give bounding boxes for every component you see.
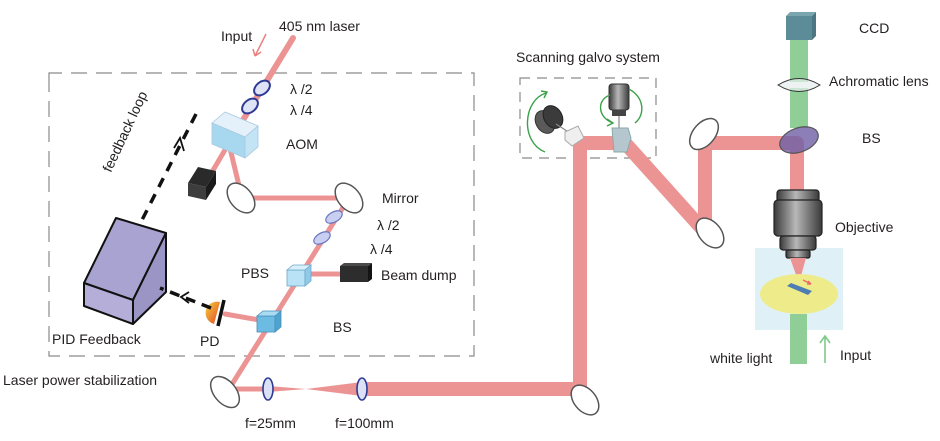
beam-dump-aom xyxy=(188,167,216,200)
beam-expander-cone xyxy=(268,386,306,392)
sample-specimen xyxy=(787,283,812,295)
pd-label: PD xyxy=(200,333,220,349)
mirror-label: Mirror xyxy=(382,190,419,206)
white-light-input-arrow-icon xyxy=(819,334,831,363)
input-white-light-label: Input xyxy=(840,347,872,363)
stabilization-section-label: Laser power stabilization xyxy=(3,372,158,388)
pbs-label: PBS xyxy=(241,265,270,281)
quarter-wave-plate-2 xyxy=(313,231,331,245)
white-light-beam xyxy=(790,40,808,82)
ccd-camera xyxy=(786,12,816,40)
galvo-system-label: Scanning galvo system xyxy=(516,49,660,65)
galvo-motor-x xyxy=(534,105,571,134)
bs-cube-lower xyxy=(255,310,283,333)
lens-f100-label: f=100mm xyxy=(335,415,394,431)
beam-expander-cone xyxy=(306,382,362,396)
pid-feedback-box xyxy=(83,217,167,325)
bs-upper-label: BS xyxy=(862,130,881,146)
white-light-beam xyxy=(790,88,808,128)
sample-disc xyxy=(760,274,838,314)
scan-direction-arrow-icon xyxy=(802,279,812,285)
aom-crystal xyxy=(211,111,259,159)
half-wave-plate-2-label: λ /2 xyxy=(377,217,400,233)
achromatic-lens-label: Achromatic lens xyxy=(829,73,929,89)
rotation-arrow-icon xyxy=(526,88,643,153)
half-wave-plate-1-label: λ /2 xyxy=(290,81,313,97)
achromatic-lens xyxy=(777,78,821,92)
objective-label: Objective xyxy=(835,219,894,235)
white-light-beam xyxy=(790,314,807,364)
laser-beam-first-order xyxy=(225,137,352,392)
galvo-motor-y xyxy=(608,83,630,128)
bs-upper xyxy=(779,126,819,154)
mirror-6 xyxy=(695,217,725,249)
lens-f100 xyxy=(356,377,368,401)
quarter-wave-plate-1-label: λ /4 xyxy=(290,102,313,118)
beam-dump xyxy=(340,263,372,282)
feedback-loop-line xyxy=(140,113,212,310)
half-wave-plate-1 xyxy=(253,79,271,97)
photodiode xyxy=(205,299,226,327)
galvo-frame xyxy=(519,77,657,159)
mirror-3 xyxy=(209,375,241,409)
galvo-mirror-y xyxy=(611,127,632,153)
half-wave-plate-2 xyxy=(325,210,343,224)
objective-lens xyxy=(773,189,823,259)
quarter-wave-plate-1 xyxy=(241,97,259,115)
beam-dump-label: Beam dump xyxy=(381,267,457,283)
pbs-cube xyxy=(285,264,313,287)
quarter-wave-plate-2-label: λ /4 xyxy=(370,241,393,257)
input-laser-label: Input xyxy=(221,28,253,44)
focus-cone xyxy=(790,258,806,283)
stabilization-frame xyxy=(48,72,475,357)
laser-source-label: 405 nm laser xyxy=(279,18,360,34)
galvo-mirror-x xyxy=(564,125,585,147)
laser-input-arrow-icon xyxy=(252,33,267,57)
bs-lower-label: BS xyxy=(333,319,352,335)
ccd-label: CCD xyxy=(859,20,890,36)
pid-feedback-label: PID Feedback xyxy=(52,331,141,347)
mirror-2 xyxy=(334,182,364,214)
mirror-4 xyxy=(570,384,600,416)
mirror-1 xyxy=(226,182,256,214)
aom-label: AOM xyxy=(286,136,318,152)
mirror-5 xyxy=(688,117,720,151)
lens-f25 xyxy=(262,377,274,401)
feedback-arrow-icon xyxy=(173,135,190,304)
lens-f25-label: f=25mm xyxy=(245,415,296,431)
white-light-label: white light xyxy=(710,350,773,366)
